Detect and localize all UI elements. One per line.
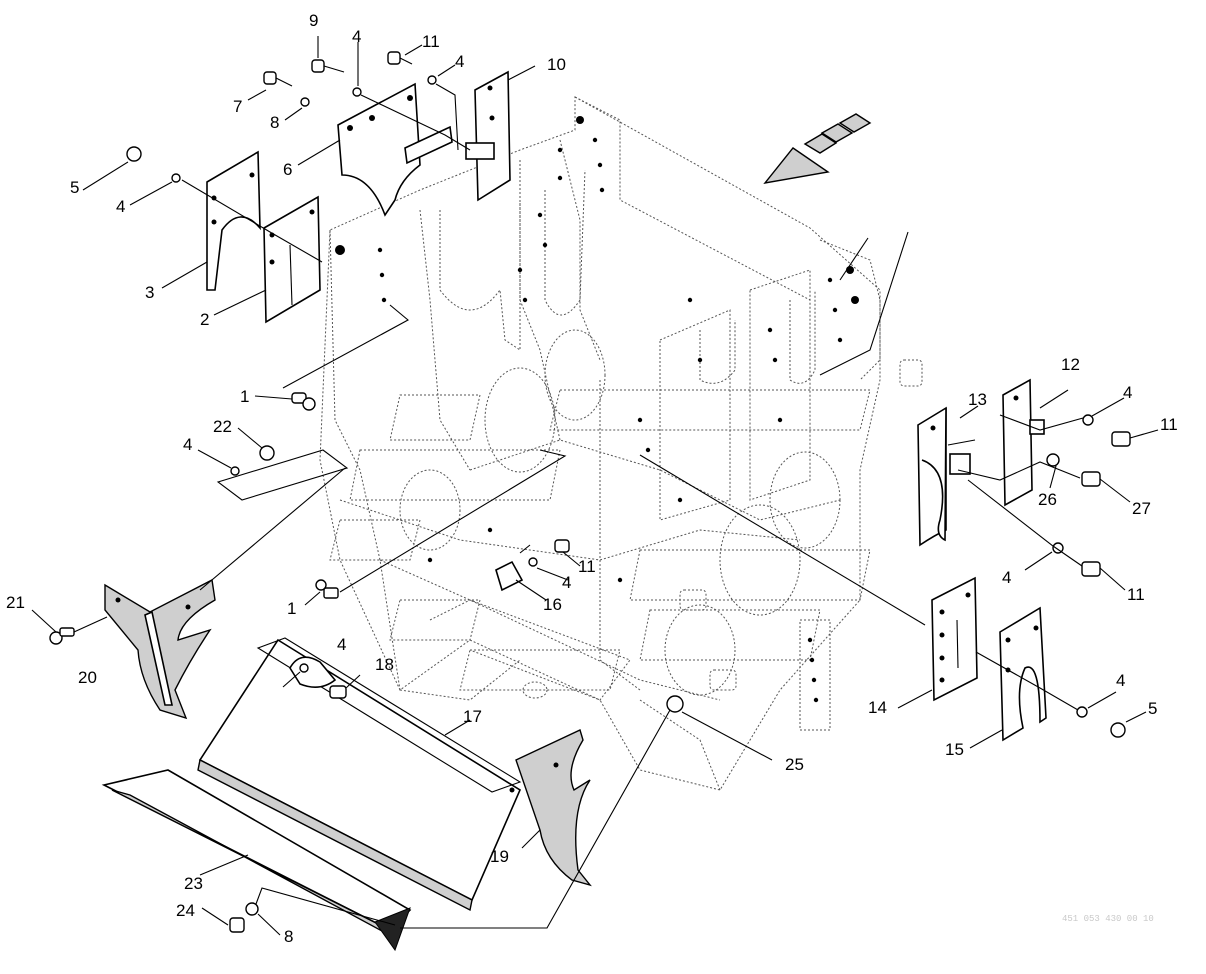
callout-4: 4 bbox=[455, 52, 464, 71]
callout-8: 8 bbox=[284, 927, 293, 946]
callout-19: 19 bbox=[490, 847, 509, 866]
callout-4: 4 bbox=[352, 27, 361, 46]
callout-5: 5 bbox=[1148, 699, 1157, 718]
reference-code: 451 053 430 00 10 bbox=[1062, 914, 1154, 924]
right-upper-fasteners bbox=[957, 389, 1159, 591]
callout-11: 11 bbox=[422, 32, 440, 51]
callout-7: 7 bbox=[233, 97, 242, 116]
frame-holes bbox=[335, 116, 859, 703]
part-20-side-guide bbox=[104, 467, 346, 720]
right-lower-fasteners bbox=[975, 651, 1147, 738]
callout-4: 4 bbox=[562, 573, 571, 592]
part-22-nut bbox=[197, 427, 349, 501]
callout-17: 17 bbox=[463, 707, 482, 726]
callout-24: 24 bbox=[176, 901, 195, 920]
callout-1: 1 bbox=[240, 387, 249, 406]
callout-22: 22 bbox=[213, 417, 232, 436]
callout-16: 16 bbox=[543, 595, 562, 614]
callout-3: 3 bbox=[145, 283, 154, 302]
callout-23: 23 bbox=[184, 874, 203, 893]
part-19-side-guide bbox=[509, 729, 592, 887]
part-15-shield bbox=[969, 606, 1047, 749]
top-fasteners bbox=[126, 51, 437, 183]
part-24-bolt bbox=[201, 887, 396, 936]
main-frame bbox=[319, 96, 923, 791]
travel-direction-arrow-icon bbox=[763, 113, 872, 185]
callout-11: 11 bbox=[578, 557, 596, 576]
callout-12: 12 bbox=[1061, 355, 1080, 374]
callout-14: 14 bbox=[868, 698, 887, 717]
part-16-clamp bbox=[495, 539, 581, 601]
callout-2: 2 bbox=[200, 310, 209, 329]
callout-18: 18 bbox=[375, 655, 394, 674]
callout-13: 13 bbox=[968, 390, 987, 409]
part-1-bolt-upper bbox=[254, 304, 409, 411]
callout-4: 4 bbox=[116, 197, 125, 216]
part-12-shield bbox=[1002, 378, 1045, 507]
callout-9: 9 bbox=[309, 11, 318, 30]
callout-20: 20 bbox=[78, 668, 97, 687]
callout-6: 6 bbox=[283, 160, 292, 179]
callout-11: 11 bbox=[1127, 585, 1145, 604]
callout-26: 26 bbox=[1038, 490, 1057, 509]
callout-4: 4 bbox=[1116, 671, 1125, 690]
callout-1: 1 bbox=[287, 599, 296, 618]
part-6-plate bbox=[337, 82, 421, 217]
callout-4: 4 bbox=[337, 635, 346, 654]
callout-4: 4 bbox=[1002, 568, 1011, 587]
callout-11: 11 bbox=[1160, 415, 1178, 434]
callout-4: 4 bbox=[183, 435, 192, 454]
callout-8: 8 bbox=[270, 113, 279, 132]
part-14-plate bbox=[897, 576, 978, 709]
part-25-nut bbox=[400, 695, 773, 929]
long-leaders bbox=[639, 231, 926, 626]
callout-25: 25 bbox=[785, 755, 804, 774]
part-10-bracket bbox=[404, 70, 511, 202]
callout-10: 10 bbox=[547, 55, 566, 74]
callout-4: 4 bbox=[1123, 383, 1132, 402]
callout-15: 15 bbox=[945, 740, 964, 759]
callout-21: 21 bbox=[6, 593, 25, 612]
part-2-shield bbox=[263, 195, 321, 324]
part-21-bolt bbox=[31, 609, 108, 645]
part-17-deflector bbox=[197, 637, 522, 912]
part-18-bolt bbox=[282, 656, 361, 699]
part-23-trough bbox=[101, 769, 412, 952]
part-13-shield bbox=[917, 406, 976, 547]
top-leaders bbox=[82, 36, 536, 316]
callout-5: 5 bbox=[70, 178, 79, 197]
part-1-bolt-lower bbox=[304, 449, 567, 606]
callout-labels: 9 4 11 4 10 7 8 6 5 4 3 2 1 22 4 12 13 4… bbox=[6, 11, 1178, 946]
callout-27: 27 bbox=[1132, 499, 1151, 518]
